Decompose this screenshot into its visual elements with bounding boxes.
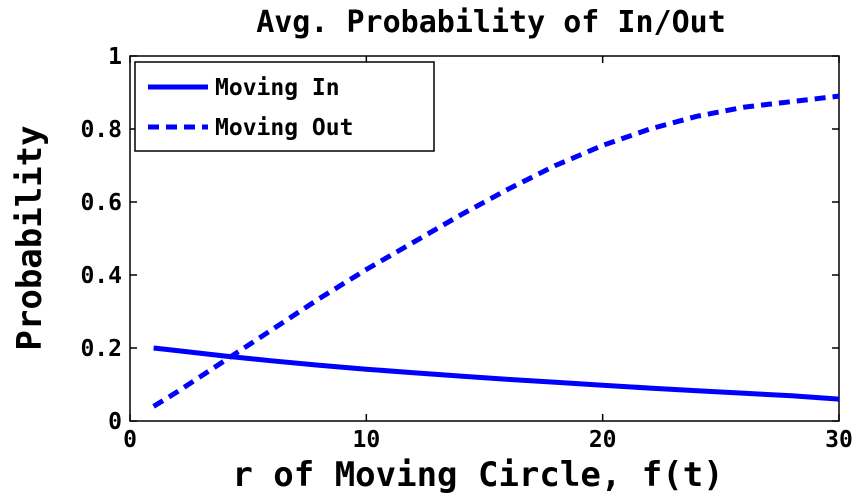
series-line-moving-in [153,345,840,402]
y-tick-label: 0.2 [80,336,122,362]
x-tick-label: 30 [825,427,853,453]
x-tick-label: 0 [123,427,137,453]
legend-box [134,61,435,152]
chart-title: Avg. Probability of In/Out [256,5,726,40]
legend-label-moving-in: Moving In [215,75,340,101]
y-tick-label: 0.8 [80,117,122,143]
y-tick-label: 0.4 [80,263,122,289]
series-line-moving-out [152,93,840,409]
x-tick-label: 10 [352,427,380,453]
legend-label-moving-out: Moving Out [215,115,353,141]
y-tick-label: 0.6 [80,190,122,216]
y-tick-label: 0 [108,409,122,435]
y-tick-label: 1 [108,44,122,70]
series-lines [152,93,840,409]
axis-tick-labels: 0 10 20 30 0 0.2 0.4 0.6 0.8 1 [80,44,852,453]
y-axis-label: Probability [10,125,50,350]
axis-ticks [129,55,840,422]
x-axis-label: r of Moving Circle, f(t) [232,455,723,495]
x-tick-label: 20 [589,427,617,453]
legend: Moving In Moving Out [134,61,435,152]
